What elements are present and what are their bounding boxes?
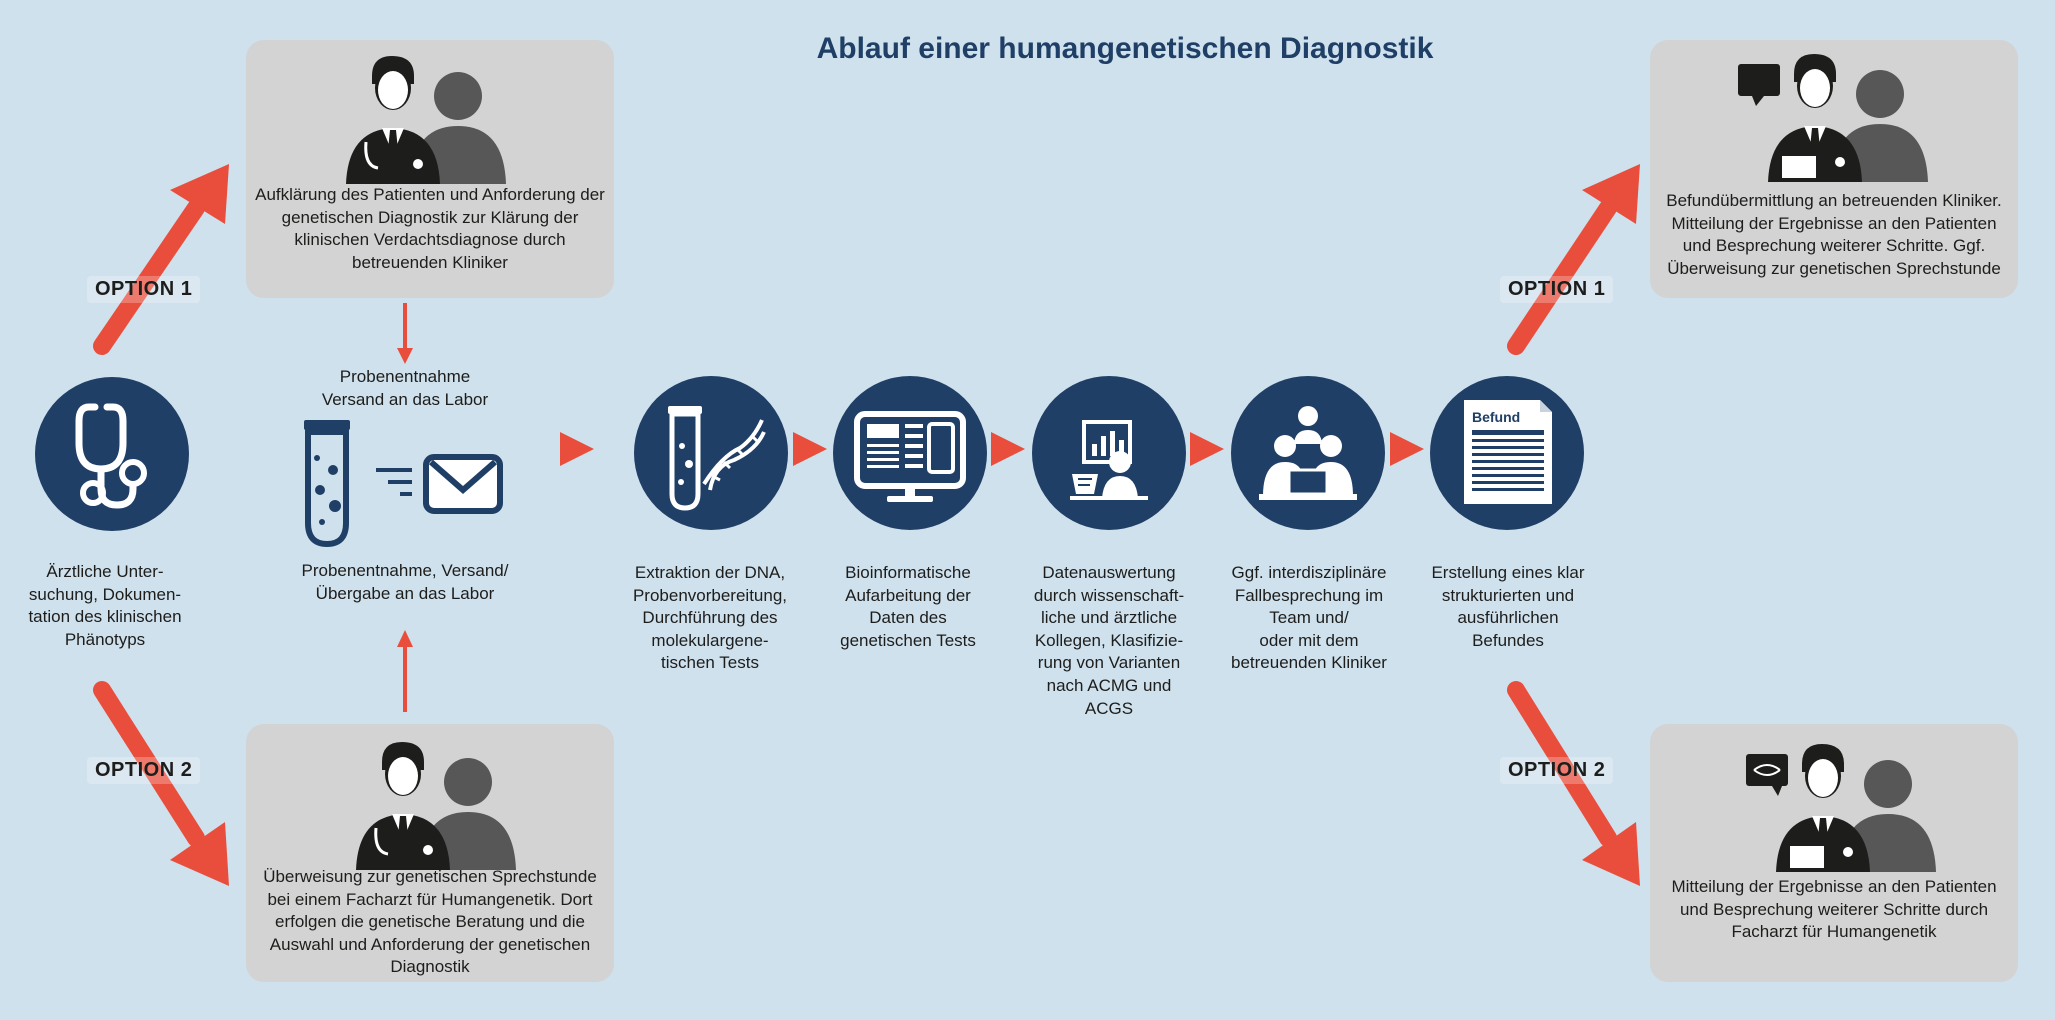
report-document-icon: Befund bbox=[1464, 400, 1552, 504]
arrow-to-option1-right bbox=[1507, 164, 1640, 355]
step-text-extraction: Extraktion der DNA, Probenvorbereitung, … bbox=[632, 563, 788, 673]
step-text-evaluation: Datenauswertung durch wissenschaft- lich… bbox=[1033, 563, 1185, 718]
arrow-up-to-sample bbox=[397, 630, 413, 712]
mail-envelope-icon bbox=[376, 454, 503, 514]
option2-right-text: Mitteilung der Ergebnisse an den Patient… bbox=[1671, 877, 1997, 941]
doctor-patient-speech-icon bbox=[1738, 54, 1928, 182]
option1-right-text: Befundübermittlung an betreuenden Klinik… bbox=[1666, 191, 2002, 278]
flow-arrow-1 bbox=[560, 432, 594, 466]
stethoscope-icon bbox=[75, 403, 147, 509]
option1-label-left: OPTION 1 bbox=[87, 276, 201, 303]
sample-bottom-label: Probenentnahme, Versand/ Übergabe an das… bbox=[301, 561, 509, 603]
option2-right-box: Mitteilung der Ergebnisse an den Patient… bbox=[1650, 724, 2018, 982]
option2-left-text: Überweisung zur genetischen Sprechstunde… bbox=[263, 867, 597, 976]
arrow-down-to-sample bbox=[397, 303, 413, 364]
arrow-to-option2-right bbox=[1507, 681, 1640, 886]
dna-bubble-icon bbox=[1746, 754, 1788, 786]
step-text-report: Erstellung eines klar strukturierten und… bbox=[1431, 563, 1585, 650]
step-text-examination: Ärztliche Unter- suchung, Dokumen- tatio… bbox=[28, 562, 182, 649]
sample-top-label: Probenentnahme Versand an das Labor bbox=[321, 367, 489, 409]
flow-arrow-3 bbox=[991, 432, 1025, 466]
flow-arrow-4 bbox=[1190, 432, 1224, 466]
step-circle-extraction bbox=[634, 376, 788, 530]
step-circle-bioinformatics bbox=[833, 376, 987, 530]
flow-arrow-5 bbox=[1390, 432, 1424, 466]
monitor-icon bbox=[854, 411, 966, 502]
option1-label-right: OPTION 1 bbox=[1500, 276, 1614, 303]
option2-label-right: OPTION 2 bbox=[1500, 757, 1614, 784]
option1-right-box: Befundübermittlung an betreuenden Klinik… bbox=[1650, 40, 2018, 298]
step-circle-report: Befund bbox=[1430, 376, 1584, 530]
doctor-patient-icon bbox=[346, 56, 506, 184]
option2-left-box: Überweisung zur genetischen Sprechstunde… bbox=[246, 724, 614, 982]
sample-tube-icon bbox=[304, 420, 350, 548]
arrow-to-option2-left bbox=[93, 681, 229, 886]
option2-label-left: OPTION 2 bbox=[87, 757, 201, 784]
report-badge-text: Befund bbox=[1472, 409, 1520, 425]
arrow-to-option1-left bbox=[93, 164, 229, 355]
step-text-bioinformatics: Bioinformatische Aufarbeitung der Daten … bbox=[840, 563, 976, 650]
doctor-patient-icon bbox=[356, 742, 516, 870]
dna-test-tube-icon bbox=[668, 406, 766, 511]
step-circle-examination bbox=[35, 377, 189, 531]
step-circle-case-conference bbox=[1231, 376, 1385, 530]
diagram-title: Ablauf einer humangenetischen Diagnostik bbox=[816, 32, 1434, 65]
data-analyst-icon bbox=[1070, 420, 1148, 500]
step-text-case-conference: Ggf. interdisziplinäre Fallbesprechung i… bbox=[1231, 563, 1387, 673]
team-meeting-icon bbox=[1259, 406, 1357, 500]
step-circle-evaluation bbox=[1032, 376, 1186, 530]
option1-left-text: Aufklärung des Patienten und Anforderung… bbox=[255, 185, 605, 272]
flow-arrow-2 bbox=[793, 432, 827, 466]
doctor-patient-dna-icon bbox=[1746, 744, 1936, 872]
speech-bubble-icon bbox=[1738, 64, 1780, 96]
option1-left-box: Aufklärung des Patienten und Anforderung… bbox=[246, 40, 614, 298]
